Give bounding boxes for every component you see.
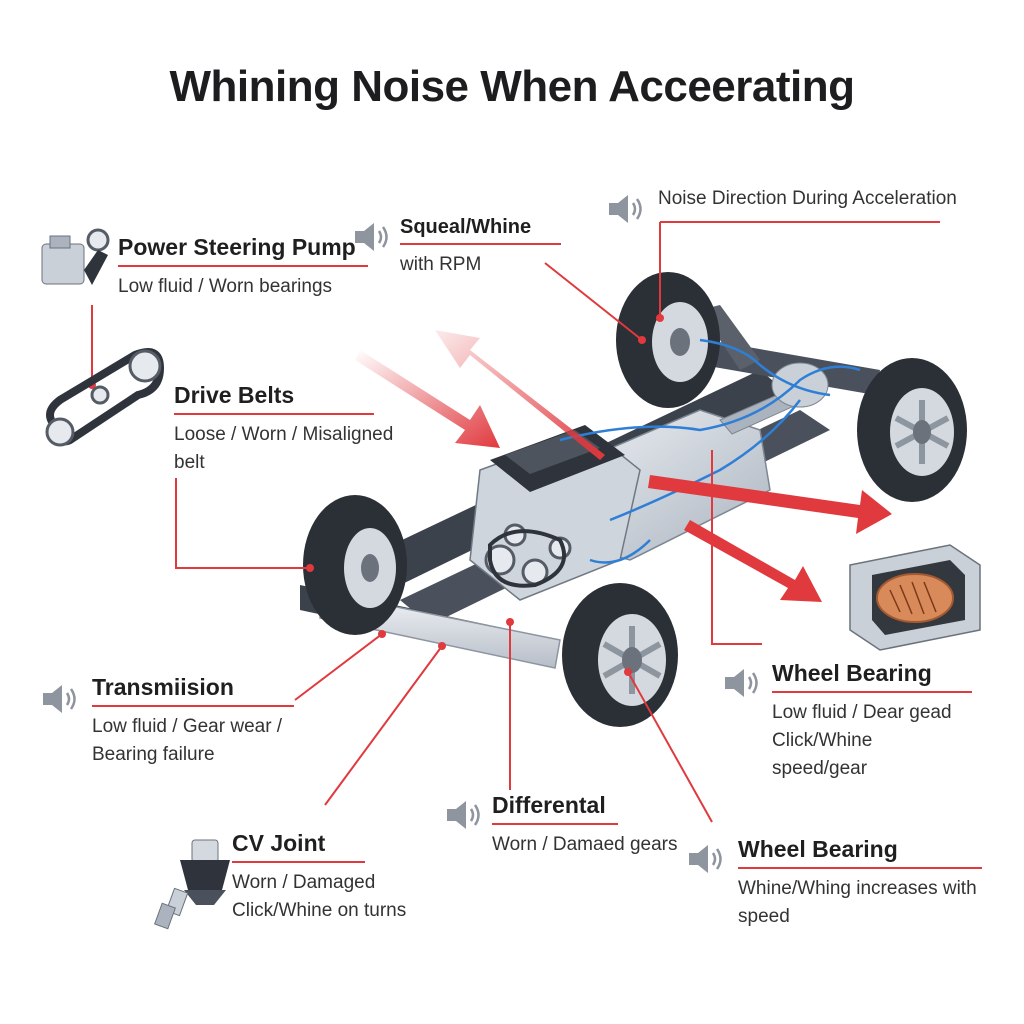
callout-line: with RPM bbox=[400, 254, 482, 275]
callout-heading: Drive Belts bbox=[174, 382, 375, 415]
speaker-icon bbox=[355, 223, 388, 251]
callout-heading: CV Joint bbox=[232, 830, 366, 863]
speaker-icon bbox=[609, 195, 642, 223]
callout-dots bbox=[88, 314, 664, 676]
wiring-harness bbox=[559, 338, 861, 564]
callout-wheel-bearing-right: Wheel Bearing Low fluid / Dear gead Clic… bbox=[772, 660, 972, 783]
callout-line: Bearing failure bbox=[92, 744, 215, 765]
page-title: Whining Noise When Acceerating bbox=[169, 62, 855, 111]
callout-body: Low fluid / Worn bearings bbox=[118, 273, 368, 301]
speaker-icon bbox=[447, 801, 480, 829]
callout-power-steering-pump: Power Steering Pump Low fluid / Worn bea… bbox=[118, 234, 368, 301]
callout-line: speed bbox=[738, 906, 790, 927]
callout-body: Loose / Worn / Misaligned belt bbox=[174, 421, 393, 477]
callout-drive-belts: Drive Belts Loose / Worn / Misaligned be… bbox=[174, 382, 393, 477]
engine-block bbox=[469, 425, 641, 601]
belt-icon bbox=[45, 348, 165, 447]
callout-cv-joint: CV Joint Worn / Damaged Click/Whine on t… bbox=[232, 830, 406, 925]
callout-body: Worn / Damaed gears bbox=[492, 831, 678, 859]
callout-line: Click/Whine on turns bbox=[232, 900, 407, 921]
callout-line: Worn / Damaged bbox=[232, 872, 376, 893]
callout-line: Worn / Damaed gears bbox=[492, 834, 678, 855]
callout-heading: Differental bbox=[492, 792, 618, 825]
noise-direction-arrows bbox=[355, 330, 892, 602]
callout-squeal-whine: Squeal/Whine with RPM bbox=[400, 216, 562, 279]
wheel-rear-right bbox=[857, 358, 967, 502]
wheel-front-left bbox=[303, 495, 407, 635]
differential-housing bbox=[771, 362, 829, 408]
callout-line: Whine/Whing increases with bbox=[738, 878, 977, 899]
callout-leaders bbox=[91, 221, 940, 823]
callout-line: belt bbox=[174, 452, 205, 473]
callout-noise-direction: Noise Direction During Acceleration bbox=[658, 188, 957, 216]
callout-body: with RPM bbox=[400, 251, 561, 279]
callout-transmission: Transmiision Low fluid / Gear wear / Bea… bbox=[92, 674, 294, 769]
callout-body: Low fluid / Gear wear / Bearing failure bbox=[92, 713, 294, 769]
callout-line: Loose / Worn / Misaligned bbox=[174, 424, 394, 445]
callout-heading: Squeal/Whine bbox=[400, 216, 562, 245]
callout-heading: Noise Direction During Acceleration bbox=[658, 188, 957, 209]
speaker-icon bbox=[689, 845, 722, 873]
callout-line: speed/gear bbox=[772, 758, 868, 779]
callout-differential: Differental Worn / Damaed gears bbox=[492, 792, 678, 859]
callout-line: Low fluid / Dear gead bbox=[772, 702, 952, 723]
speaker-icon bbox=[725, 669, 758, 697]
callout-heading: Transmiision bbox=[92, 674, 294, 707]
callout-line: Low fluid / Gear wear / bbox=[92, 716, 283, 737]
speaker-icon bbox=[43, 685, 76, 713]
bearing-icon bbox=[849, 544, 981, 651]
callout-heading: Power Steering Pump bbox=[118, 234, 368, 267]
cv-joint-icon bbox=[154, 839, 230, 930]
wheel-front-right bbox=[562, 583, 678, 727]
callout-body: Low fluid / Dear gead Click/Whine speed/… bbox=[772, 699, 972, 783]
callout-line: Click/Whine bbox=[772, 730, 873, 751]
callout-line: Low fluid / Worn bearings bbox=[118, 276, 333, 297]
callout-body: Worn / Damaged Click/Whine on turns bbox=[232, 869, 406, 925]
callout-body: Whine/Whing increases with speed bbox=[738, 875, 982, 931]
wheel-rear-left bbox=[616, 272, 720, 408]
callout-heading: Wheel Bearing bbox=[738, 836, 982, 869]
pump-icon bbox=[41, 228, 110, 285]
callout-heading: Wheel Bearing bbox=[772, 660, 972, 693]
callout-wheel-bearing-bottom: Wheel Bearing Whine/Whing increases with… bbox=[738, 836, 982, 931]
